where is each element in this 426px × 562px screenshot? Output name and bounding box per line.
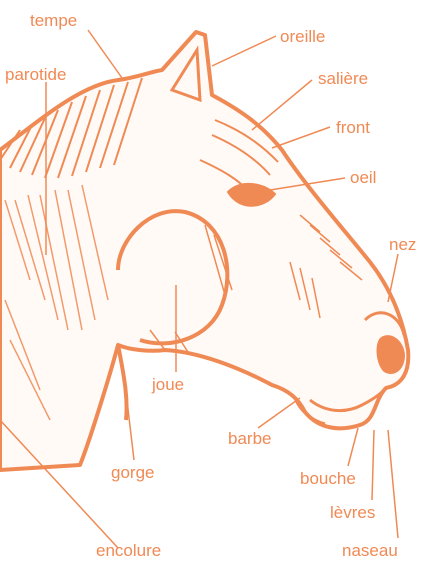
leader-naseau bbox=[388, 430, 398, 538]
label-levres: lèvres bbox=[330, 503, 375, 522]
label-tempe: tempe bbox=[30, 11, 77, 30]
label-joue: joue bbox=[151, 375, 184, 394]
leader-bouche bbox=[348, 428, 358, 466]
label-gorge: gorge bbox=[111, 463, 154, 482]
leader-barbe bbox=[258, 398, 300, 428]
label-nez: nez bbox=[389, 235, 416, 254]
label-naseau: naseau bbox=[342, 541, 398, 560]
label-oeil: oeil bbox=[350, 168, 376, 187]
leader-saliere bbox=[252, 80, 312, 130]
leader-oreille bbox=[212, 36, 276, 66]
label-bouche: bouche bbox=[300, 469, 356, 488]
label-barbe: barbe bbox=[228, 429, 271, 448]
leader-nez bbox=[388, 254, 398, 302]
label-saliere: salière bbox=[318, 69, 368, 88]
label-front: front bbox=[336, 118, 370, 137]
leader-front bbox=[272, 127, 330, 148]
horse-head-illustration bbox=[0, 32, 408, 470]
label-encolure: encolure bbox=[96, 541, 161, 560]
label-oreille: oreille bbox=[280, 27, 325, 46]
leader-levres bbox=[372, 430, 374, 500]
label-parotide: parotide bbox=[5, 65, 66, 84]
horse-head-outline bbox=[0, 32, 408, 470]
leader-tempe bbox=[88, 30, 122, 78]
